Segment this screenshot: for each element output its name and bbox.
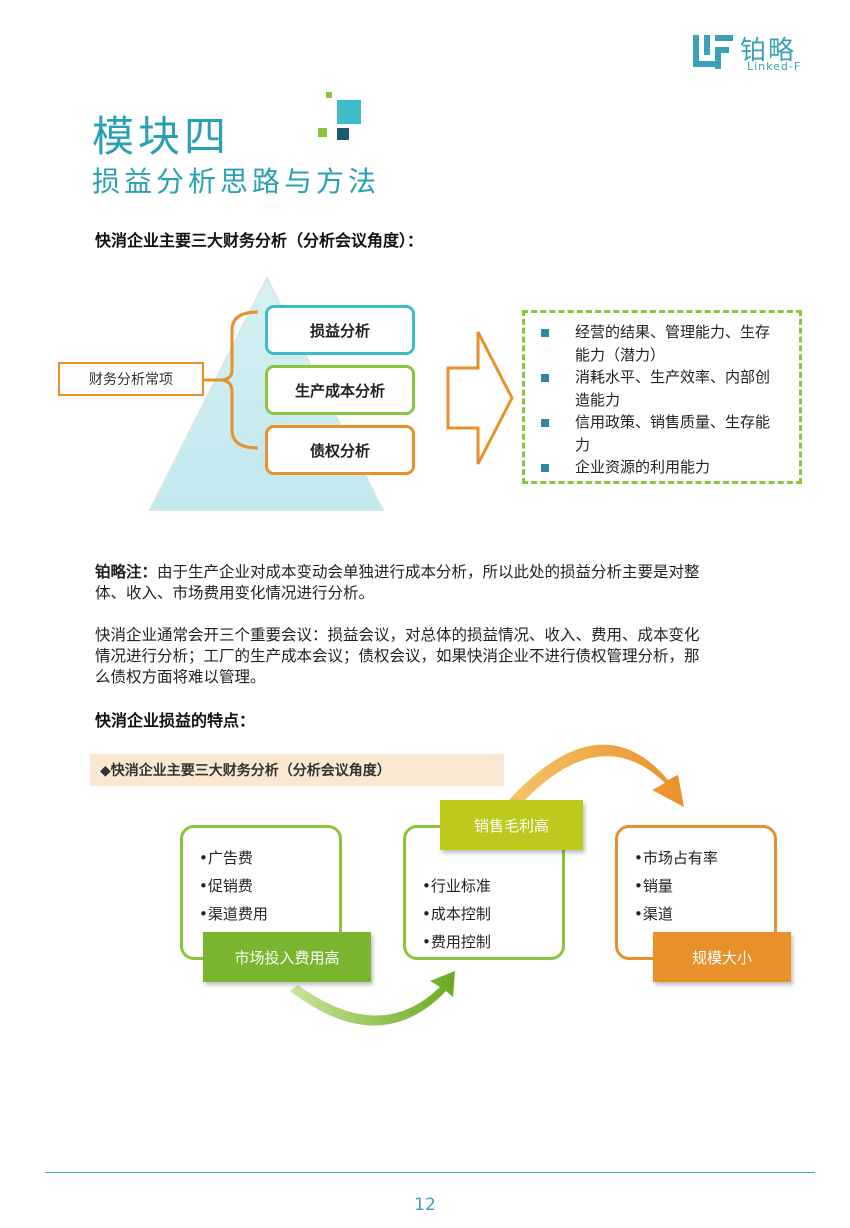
list-item: •渠道 [634, 905, 673, 923]
logo-text-cn: 铂略 [740, 36, 797, 66]
pyramid-item-credit: 债权分析 [265, 425, 415, 475]
module-subtitle: 损益分析思路与方法 [92, 165, 381, 198]
section2-banner: ◆快消企业主要三大财务分析（分析会议角度） [90, 754, 504, 786]
meeting-paragraph: 快消企业通常会开三个重要会议：损益会议，对总体的损益情况、收入、费用、成本变化 … [95, 626, 700, 686]
linked-f-logo-icon [693, 35, 733, 69]
label-gross-margin-high: 销售毛利高 [440, 800, 583, 850]
list-item: 企业资源的利用能力 [539, 456, 789, 479]
finance-analysis-label: 财务分析常项 [58, 362, 204, 396]
section2-heading: 快消企业损益的特点： [95, 711, 256, 730]
list-item: •市场占有率 [634, 849, 718, 867]
module-title: 模块四 [92, 112, 231, 161]
bullet-square-icon [541, 464, 549, 472]
analysis-bullets-box: 经营的结果、管理能力、生存能力（潜力） 消耗水平、生产效率、内部创造能力 信用政… [522, 310, 802, 484]
pyramid-item-production-cost: 生产成本分析 [265, 365, 415, 415]
list-item: 经营的结果、管理能力、生存能力（潜力） [539, 321, 789, 366]
note-label: 铂略注： [95, 563, 158, 581]
footer-divider [45, 1172, 815, 1173]
note-paragraph: 铂略注：由于生产企业对成本变动会单独进行成本分析，所以此处的损益分析主要是对整 … [95, 563, 700, 602]
list-item: 信用政策、销售质量、生存能力 [539, 411, 789, 456]
logo-text-en: Linked-F [747, 60, 802, 73]
flow-arrows-graphics [290, 744, 684, 1026]
label-market-investment-high: 市场投入费用高 [203, 932, 371, 982]
pyramid-item-profit-loss: 损益分析 [265, 305, 415, 355]
page-number: 12 [414, 1195, 436, 1215]
list-item: •广告费 [199, 849, 253, 867]
label-scale-size: 规模大小 [653, 932, 791, 982]
list-item: •销量 [634, 877, 673, 895]
decorative-squares-icon [318, 92, 361, 140]
bullet-square-icon [541, 329, 549, 337]
orange-arc-arrow-icon [508, 744, 684, 807]
green-arc-arrow-icon [290, 971, 455, 1026]
bullet-square-icon [541, 374, 549, 382]
list-item: •成本控制 [422, 905, 491, 923]
right-arrow-icon [446, 331, 514, 465]
list-item: 消耗水平、生产效率、内部创造能力 [539, 366, 789, 411]
list-item: •行业标准 [422, 877, 491, 895]
bullet-square-icon [541, 419, 549, 427]
list-item: •费用控制 [422, 933, 491, 951]
section1-heading: 快消企业主要三大财务分析（分析会议角度）： [95, 231, 424, 250]
list-item: •促销费 [199, 877, 253, 895]
list-item: •渠道费用 [199, 905, 268, 923]
